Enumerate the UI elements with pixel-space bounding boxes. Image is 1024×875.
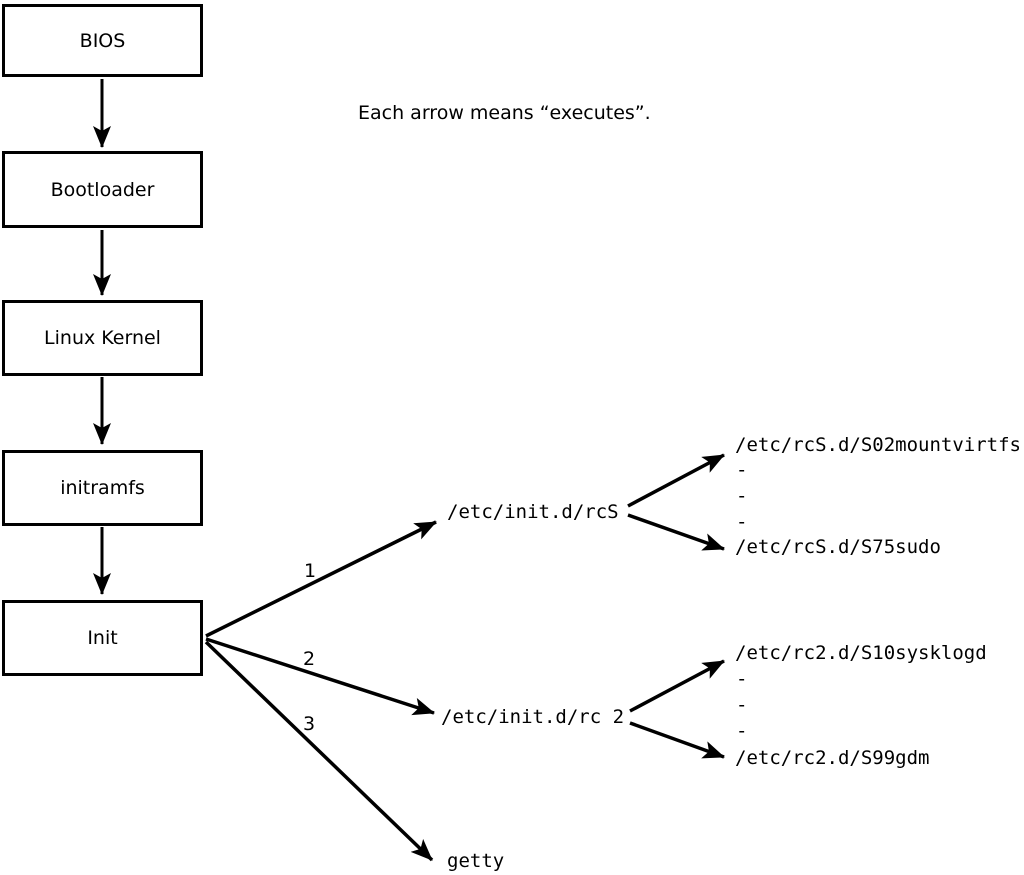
node-rc2-child-ellipsis-2: - bbox=[736, 694, 748, 716]
node-rc2-script: /etc/init.d/rc 2 bbox=[441, 706, 625, 728]
arrow-number-1: 1 bbox=[303, 560, 317, 582]
arrow-init-to-getty bbox=[204, 640, 434, 862]
box-init: Init bbox=[2, 600, 203, 676]
node-getty: getty bbox=[447, 850, 505, 872]
caption: Each arrow means “executes”. bbox=[358, 102, 651, 124]
arrow-rc2-to-s99gdm bbox=[629, 721, 725, 759]
arrow-rcs-to-s02mountvirtfs bbox=[627, 453, 725, 508]
node-rcs-child-ellipsis-1: - bbox=[736, 459, 748, 481]
node-rc2-child-ellipsis-3: - bbox=[736, 720, 748, 742]
arrow-init-to-rcs bbox=[205, 520, 437, 638]
node-rcs-child-s75sudo: /etc/rcS.d/S75sudo bbox=[735, 536, 941, 558]
box-bios-label: BIOS bbox=[79, 29, 126, 52]
box-initramfs-label: initramfs bbox=[60, 477, 145, 499]
arrow-number-3: 3 bbox=[302, 713, 316, 735]
box-bootloader: Bootloader bbox=[2, 151, 203, 228]
arrow-rc2-to-s10sysklogd bbox=[629, 659, 725, 713]
box-linux-kernel-label: Linux Kernel bbox=[44, 327, 161, 349]
node-rcs-script: /etc/init.d/rcS bbox=[447, 501, 619, 523]
node-rc2-child-s10sysklogd: /etc/rc2.d/S10sysklogd bbox=[735, 642, 987, 664]
box-initramfs: initramfs bbox=[2, 450, 203, 526]
box-linux-kernel: Linux Kernel bbox=[2, 300, 203, 376]
arrow-init-to-rc2 bbox=[205, 637, 435, 716]
box-bootloader-label: Bootloader bbox=[50, 178, 155, 201]
arrow-number-2: 2 bbox=[302, 648, 316, 670]
arrow-rcs-to-s75sudo bbox=[627, 513, 725, 551]
node-rcs-child-s02mountvirtfs: /etc/rcS.d/S02mountvirtfs bbox=[735, 434, 1021, 456]
node-rcs-child-ellipsis-2: - bbox=[736, 485, 748, 507]
box-bios: BIOS bbox=[2, 4, 203, 77]
node-rc2-child-ellipsis-1: - bbox=[736, 668, 748, 690]
node-rc2-child-s99gdm: /etc/rc2.d/S99gdm bbox=[735, 747, 930, 769]
box-init-label: Init bbox=[87, 627, 118, 649]
node-rcs-child-ellipsis-3: - bbox=[736, 511, 748, 533]
